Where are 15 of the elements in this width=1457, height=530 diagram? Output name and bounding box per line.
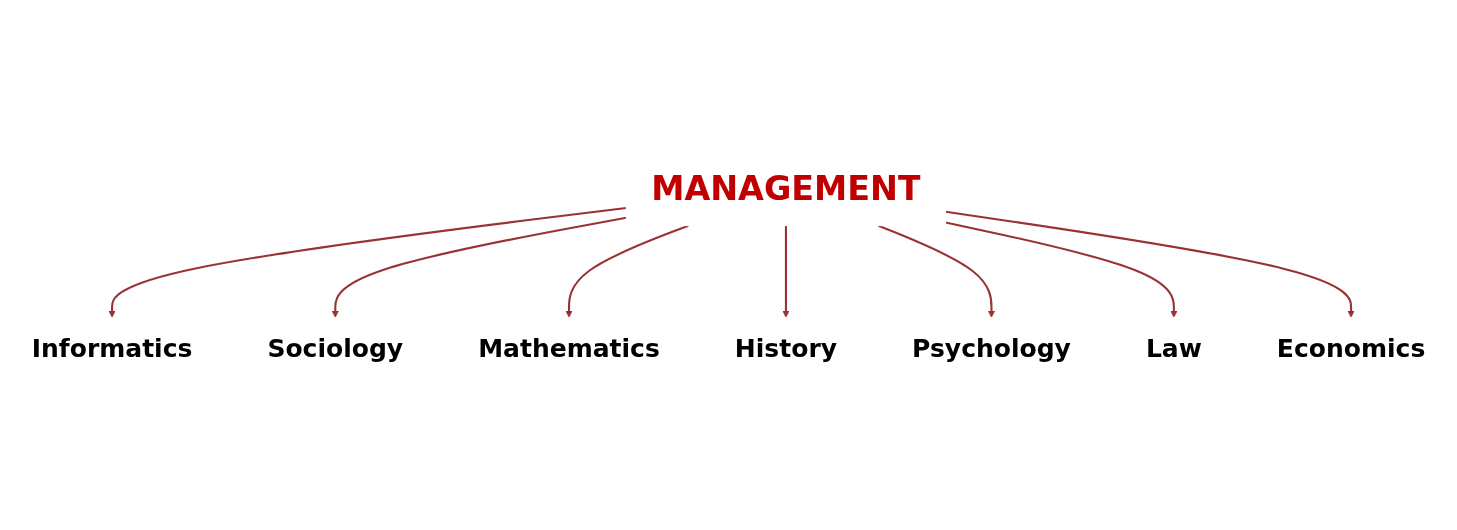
node-text: Sociology: [267, 333, 404, 363]
node-text: Informatics: [31, 333, 193, 363]
node-text: Economics: [1276, 333, 1426, 363]
arrow: [945, 210, 1355, 318]
arrow: [782, 225, 790, 318]
arrow: [331, 216, 627, 318]
arrow: [878, 224, 996, 318]
node-text: History: [734, 333, 838, 363]
node-text: Psychology: [912, 333, 1071, 363]
node-text: Law: [1145, 333, 1202, 363]
arrow: [945, 221, 1178, 318]
arrow: [565, 224, 689, 318]
node-text: MANAGEMENT: [651, 168, 921, 208]
node-text: Mathematics: [478, 333, 660, 363]
arrow: [108, 206, 627, 318]
